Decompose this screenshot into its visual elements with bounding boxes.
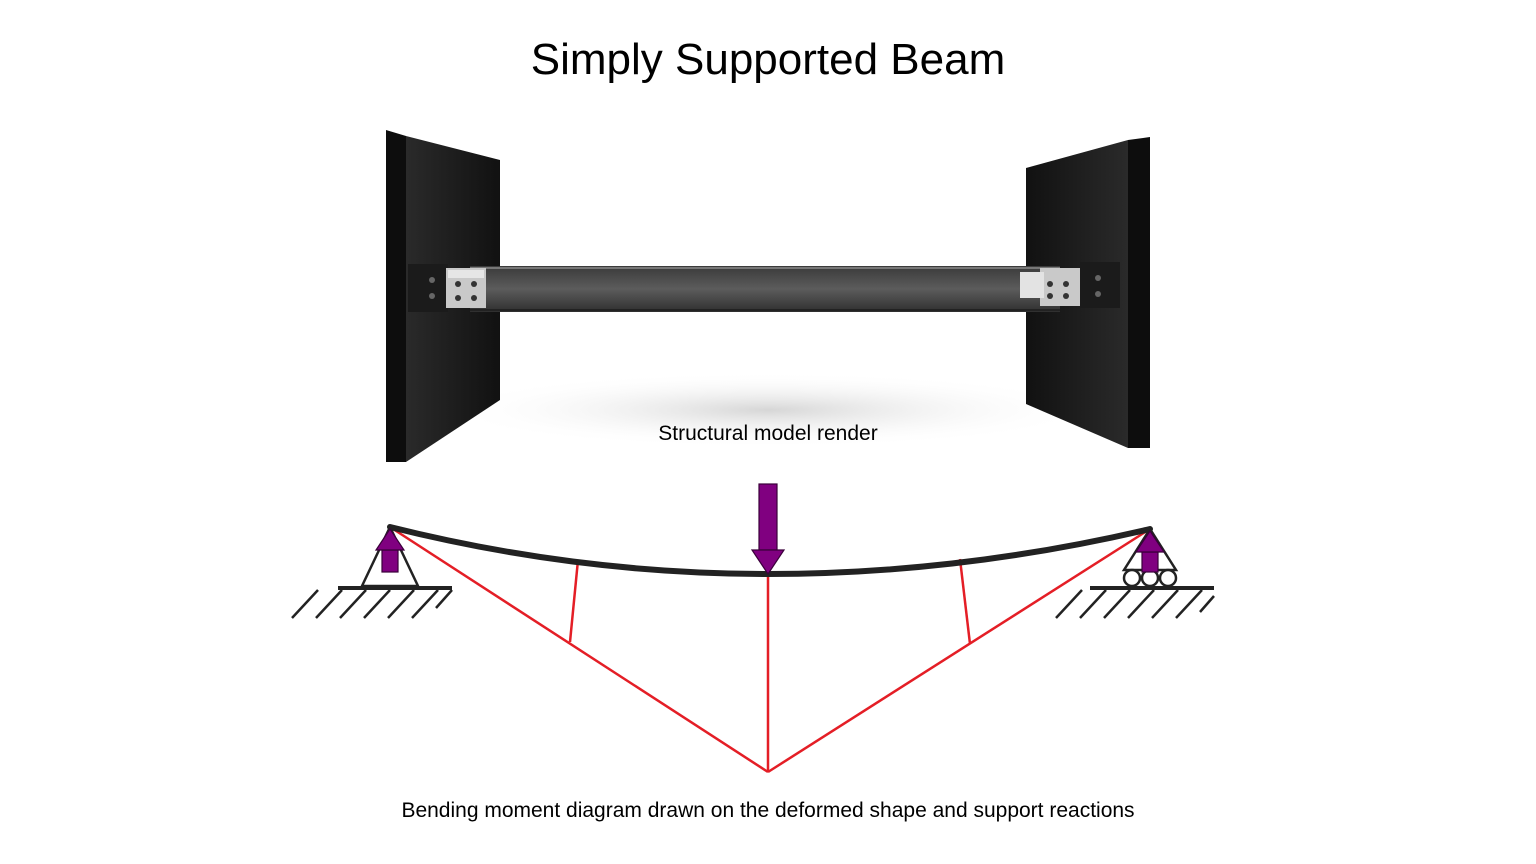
left-end-connection [408, 264, 486, 312]
ground-hatch-left [291, 589, 453, 619]
bolt-icon [1095, 275, 1101, 281]
bolt-icon [471, 295, 477, 301]
bolt-icon [429, 277, 435, 283]
pin-support-left [291, 524, 453, 619]
roller-icon [1158, 568, 1178, 588]
bolt-icon [1047, 281, 1053, 287]
moment-ordinate-right [958, 558, 972, 645]
bolt-icon [1047, 293, 1053, 299]
bolt-icon [1063, 281, 1069, 287]
bolt-icon [455, 295, 461, 301]
diagram-caption: Bending moment diagram drawn on the defo… [401, 799, 1135, 822]
bolt-icon [429, 293, 435, 299]
floor-shadow [438, 372, 1098, 448]
moment-line-left [389, 525, 769, 774]
bolt-icon [455, 281, 461, 287]
page-title: Simply Supported Beam [530, 35, 1006, 84]
point-load-arrow [750, 483, 786, 576]
steel-beam [470, 266, 1060, 312]
moment-diagram-lines [389, 525, 1151, 774]
ground-hatch-right [1055, 589, 1215, 619]
reaction-arrow-right [1134, 529, 1166, 573]
structural-model-render [386, 130, 1150, 462]
render-caption: Structural model render [658, 422, 878, 445]
reaction-arrow-left [374, 527, 406, 573]
bolt-icon [1095, 291, 1101, 297]
roller-icon [1122, 568, 1142, 588]
bending-moment-diagram [291, 483, 1215, 774]
moment-line-right [767, 527, 1151, 774]
right-end-connection [1020, 262, 1120, 308]
bolt-icon [471, 281, 477, 287]
moment-ordinate-left [568, 559, 580, 643]
bolt-icon [1063, 293, 1069, 299]
